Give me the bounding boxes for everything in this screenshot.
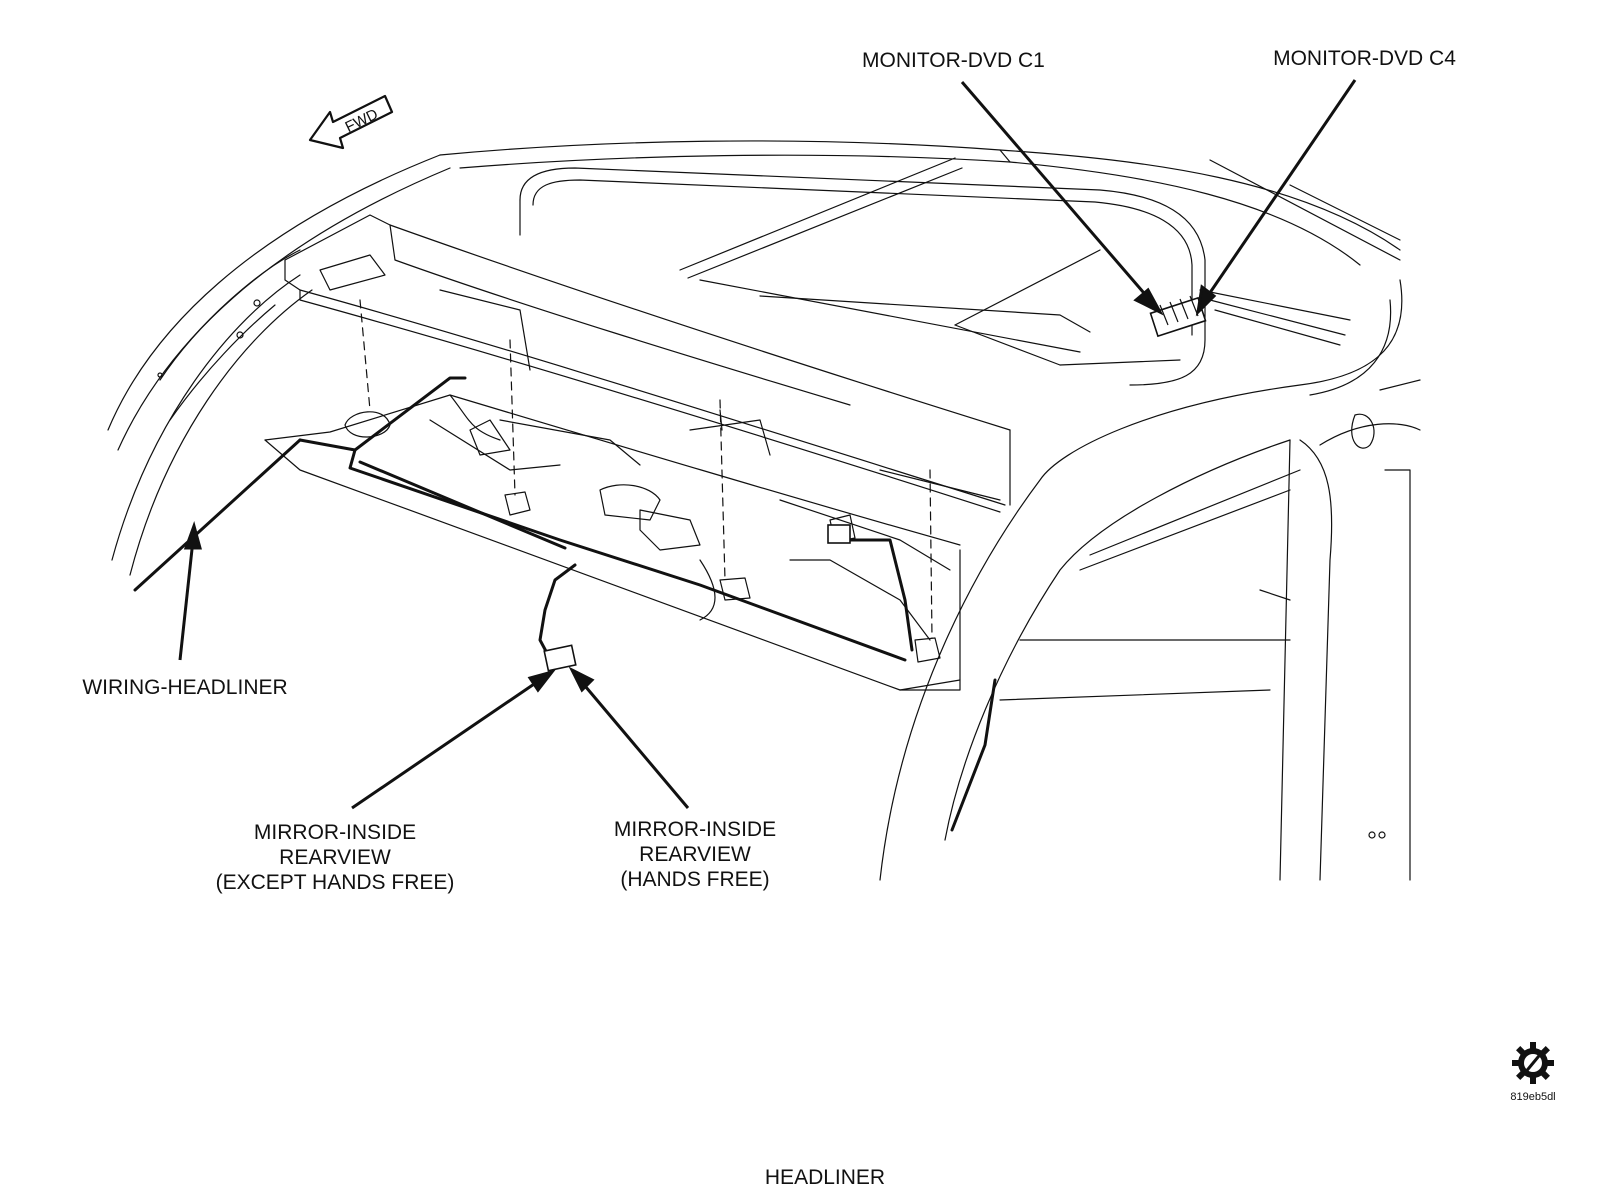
alignment-lines <box>359 299 933 639</box>
hands-free-connector <box>827 524 851 544</box>
fwd-arrow-icon: FWD <box>308 94 394 150</box>
figure-caption: HEADLINER <box>764 1166 886 1189</box>
sunroof-opening <box>519 157 1351 386</box>
mirror-connector <box>543 644 577 672</box>
monitor-dvd-c1-label: MONITOR-DVD C1 <box>862 49 1045 72</box>
mirror-except-line-1: MIRROR-INSIDE <box>253 821 417 844</box>
mirror-hf-line-3: (HANDS FREE) <box>620 868 770 891</box>
wiring-harness <box>133 376 997 832</box>
front-header-rail <box>284 214 1011 513</box>
wiring-headliner-label: WIRING-HEADLINER <box>82 676 288 699</box>
leader-arrows <box>178 79 1357 810</box>
mirror-hf-line-1: MIRROR-INSIDE <box>613 818 777 841</box>
mirror-except-line-2: REARVIEW <box>279 846 391 869</box>
image-code: 819eb5dl <box>1510 1091 1556 1103</box>
mirror-hf-line-2: REARVIEW <box>639 843 751 866</box>
left-a-pillar <box>107 154 451 576</box>
mirror-except-hands-free-label: MIRROR-INSIDE REARVIEW (EXCEPT HANDS FRE… <box>190 820 480 895</box>
mirror-except-line-3: (EXCEPT HANDS FREE) <box>215 871 455 894</box>
monitor-dvd-connector <box>1149 296 1207 338</box>
right-door-opening <box>879 279 1421 881</box>
roof-panel <box>439 140 1401 266</box>
mirror-hands-free-label: MIRROR-INSIDE REARVIEW (HANDS FREE) <box>590 817 800 892</box>
headliner-board <box>264 394 961 691</box>
monitor-dvd-c4-label: MONITOR-DVD C4 <box>1273 47 1456 70</box>
gear-icon <box>1512 1042 1554 1084</box>
connectors <box>543 295 1207 672</box>
